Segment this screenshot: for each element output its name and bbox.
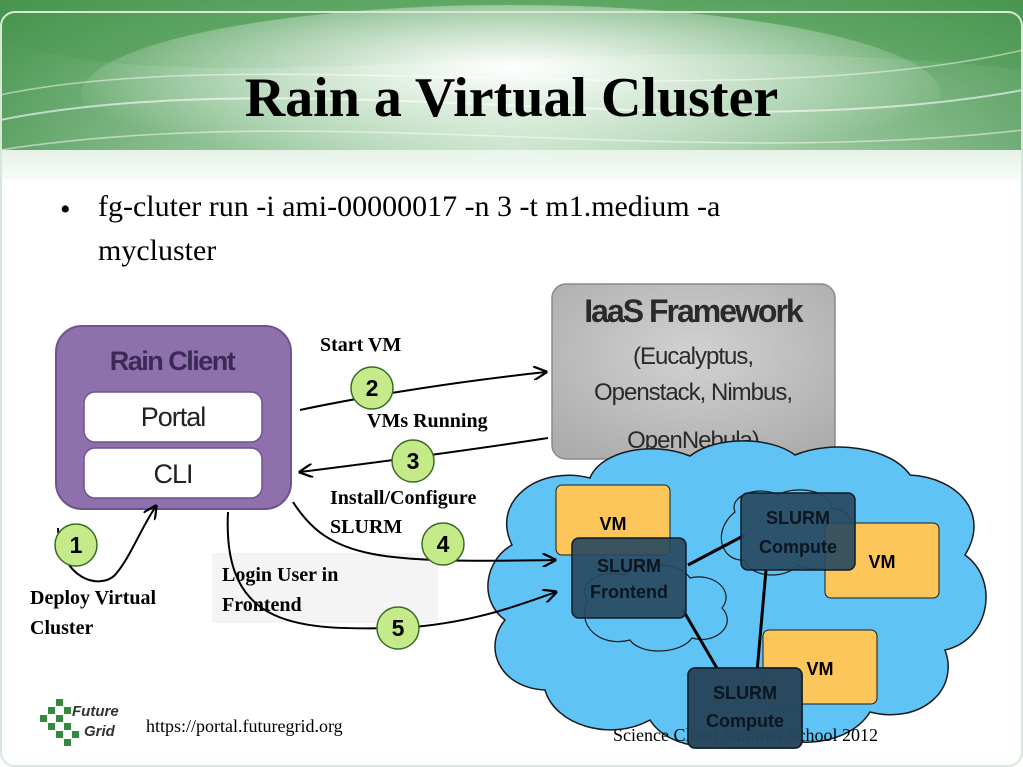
label-start-vm: Start VM: [320, 334, 401, 356]
step-3-circle: [391, 439, 435, 483]
slurm-compute-box-2-overlay: [687, 667, 803, 749]
portal-label: Portal: [141, 402, 206, 432]
step-4-number: 4: [437, 531, 450, 557]
label-login-line2: Frontend: [222, 594, 302, 616]
slide-title: Rain a Virtual Cluster: [244, 67, 779, 129]
step-3-number: 3: [407, 448, 420, 474]
step-2-number: 2: [366, 375, 379, 401]
step-5-circle: [376, 606, 420, 650]
slurm-compute2-label1-overlay: SLURM: [713, 683, 777, 703]
slurm-frontend-label1: SLURM: [597, 556, 661, 576]
slurm-frontend-label2: Frontend: [590, 582, 668, 602]
logo-text-future: Future: [72, 703, 119, 720]
footer-url: https://portal.futuregrid.org: [146, 716, 343, 736]
label-vms-running: VMs Running: [367, 410, 488, 432]
portal-box: [83, 391, 263, 443]
step-1-number: 1: [70, 532, 83, 558]
bullet-marker: •: [60, 193, 71, 226]
label-install-line1: Install/Configure: [330, 487, 476, 509]
slurm-compute1-label2: Compute: [759, 537, 837, 557]
iaas-line1: (Eucalyptus,: [633, 343, 753, 370]
bullet-command-line1: fg-cluter run -i ami-00000017 -n 3 -t m1…: [98, 190, 721, 223]
label-install-line2: SLURM: [330, 516, 402, 538]
arrow-login-user: [226, 511, 556, 630]
bullet-command-line2: mycluster: [98, 234, 217, 267]
step-circles: [54, 366, 465, 650]
cli-label: CLI: [153, 459, 192, 489]
cli-box: [83, 447, 263, 499]
step-1-circle: [54, 523, 98, 567]
slurm-compute-box-1: [740, 492, 856, 571]
futuregrid-logo: Future Grid: [40, 699, 119, 746]
step-4-circle: [421, 522, 465, 566]
step-2-circle: [350, 366, 394, 410]
iaas-title: IaaS Framework: [584, 293, 804, 329]
iaas-framework-box: IaaS Framework (Eucalyptus, Openstack, N…: [551, 283, 836, 460]
label-deploy-line2: Cluster: [30, 617, 93, 639]
label-deploy-line1: Deploy Virtual: [30, 587, 157, 609]
label-login-line1: Login User in: [222, 564, 338, 586]
slurm-compute2-label2-overlay: Compute: [706, 711, 784, 731]
slurm-frontend-box: [571, 537, 687, 619]
rain-client-title: Rain Client: [110, 346, 236, 376]
rain-client-box: Rain Client Portal CLI: [55, 325, 292, 510]
iaas-line2: Openstack, Nimbus,: [594, 379, 792, 406]
vm-label-2: VM: [869, 552, 896, 572]
vm-label-1: VM: [600, 514, 627, 534]
arrow-start-vm: [299, 372, 546, 411]
vm-label-3: VM: [807, 659, 834, 679]
logo-text-grid: Grid: [84, 723, 116, 740]
slurm-connections: [681, 533, 768, 673]
slurm-compute1-label1: SLURM: [766, 508, 830, 528]
step-5-number: 5: [392, 615, 405, 641]
arrow-install-slurm: [292, 501, 555, 561]
